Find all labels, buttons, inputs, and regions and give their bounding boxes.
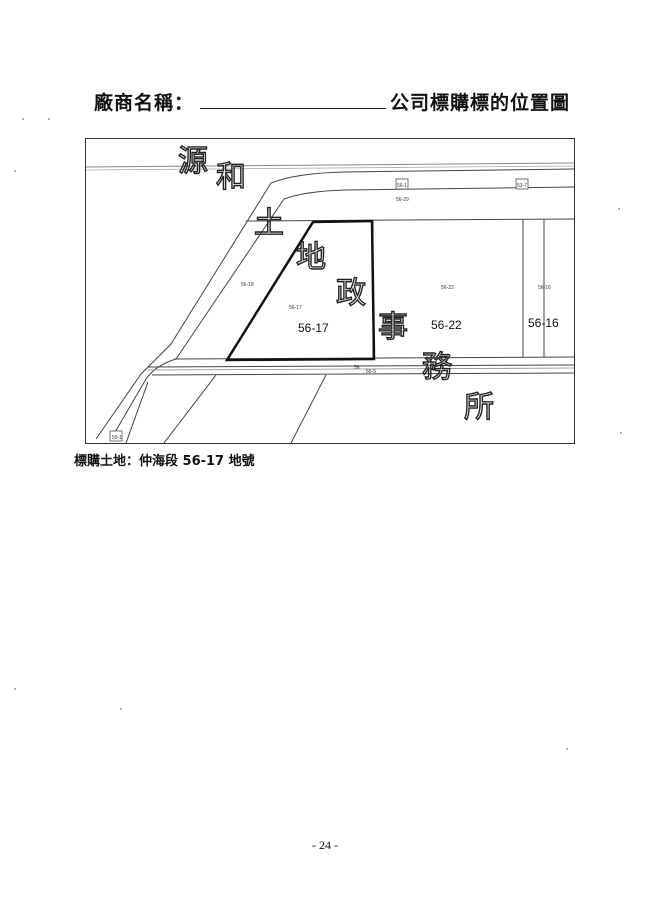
parcel-label-56-17: 56-17 xyxy=(298,321,329,335)
stamp-char: 土 xyxy=(254,206,284,241)
parcel-label-56-22-small: 56-22 xyxy=(441,285,454,291)
parcel-label-56-17-small: 56-17 xyxy=(289,305,302,311)
vendor-name-blank xyxy=(200,90,387,109)
stamp-char: 務 xyxy=(422,350,452,385)
parcel-label-59-1: 59-1 xyxy=(112,435,122,441)
parcel-label-56-22: 56-22 xyxy=(431,318,462,332)
page-number: - 24 - xyxy=(312,838,338,852)
parcel-label-56-1: 56-1 xyxy=(397,183,407,189)
stamp-char: 所 xyxy=(464,390,494,425)
parcel-label-56-16-small: 56-16 xyxy=(538,285,551,291)
page-title: 廠商名稱： 公司標購標的位置圖 xyxy=(94,88,570,115)
location-map: 源 和 土 地 政 事 務 所 56-1 53-7 56-29 56-18 56… xyxy=(85,138,575,444)
parcel-label-56-18: 56-18 xyxy=(241,282,254,288)
stamp-char: 源 xyxy=(178,144,208,179)
vendor-name-label: 廠商名稱： xyxy=(94,92,195,114)
land-caption: 標購土地：仲海段 56-17 地號 xyxy=(74,454,255,469)
parcel-label-56-29: 56-29 xyxy=(396,197,409,203)
parcel-label-53-7: 53-7 xyxy=(517,183,527,189)
parcel-label-56: 56 xyxy=(354,365,360,371)
stamp-char: 和 xyxy=(216,160,246,195)
stamp-char: 地 xyxy=(296,240,326,275)
cadastral-map: 源 和 土 地 政 事 務 所 56-1 53-7 56-29 56-18 56… xyxy=(86,143,574,443)
parcel-label-56-5: 56-5 xyxy=(366,369,376,375)
stamp-char: 政 xyxy=(336,276,366,311)
title-suffix: 公司標購標的位置圖 xyxy=(390,92,571,114)
stamp-char: 事 xyxy=(378,310,408,345)
parcel-label-56-16: 56-16 xyxy=(528,316,559,330)
